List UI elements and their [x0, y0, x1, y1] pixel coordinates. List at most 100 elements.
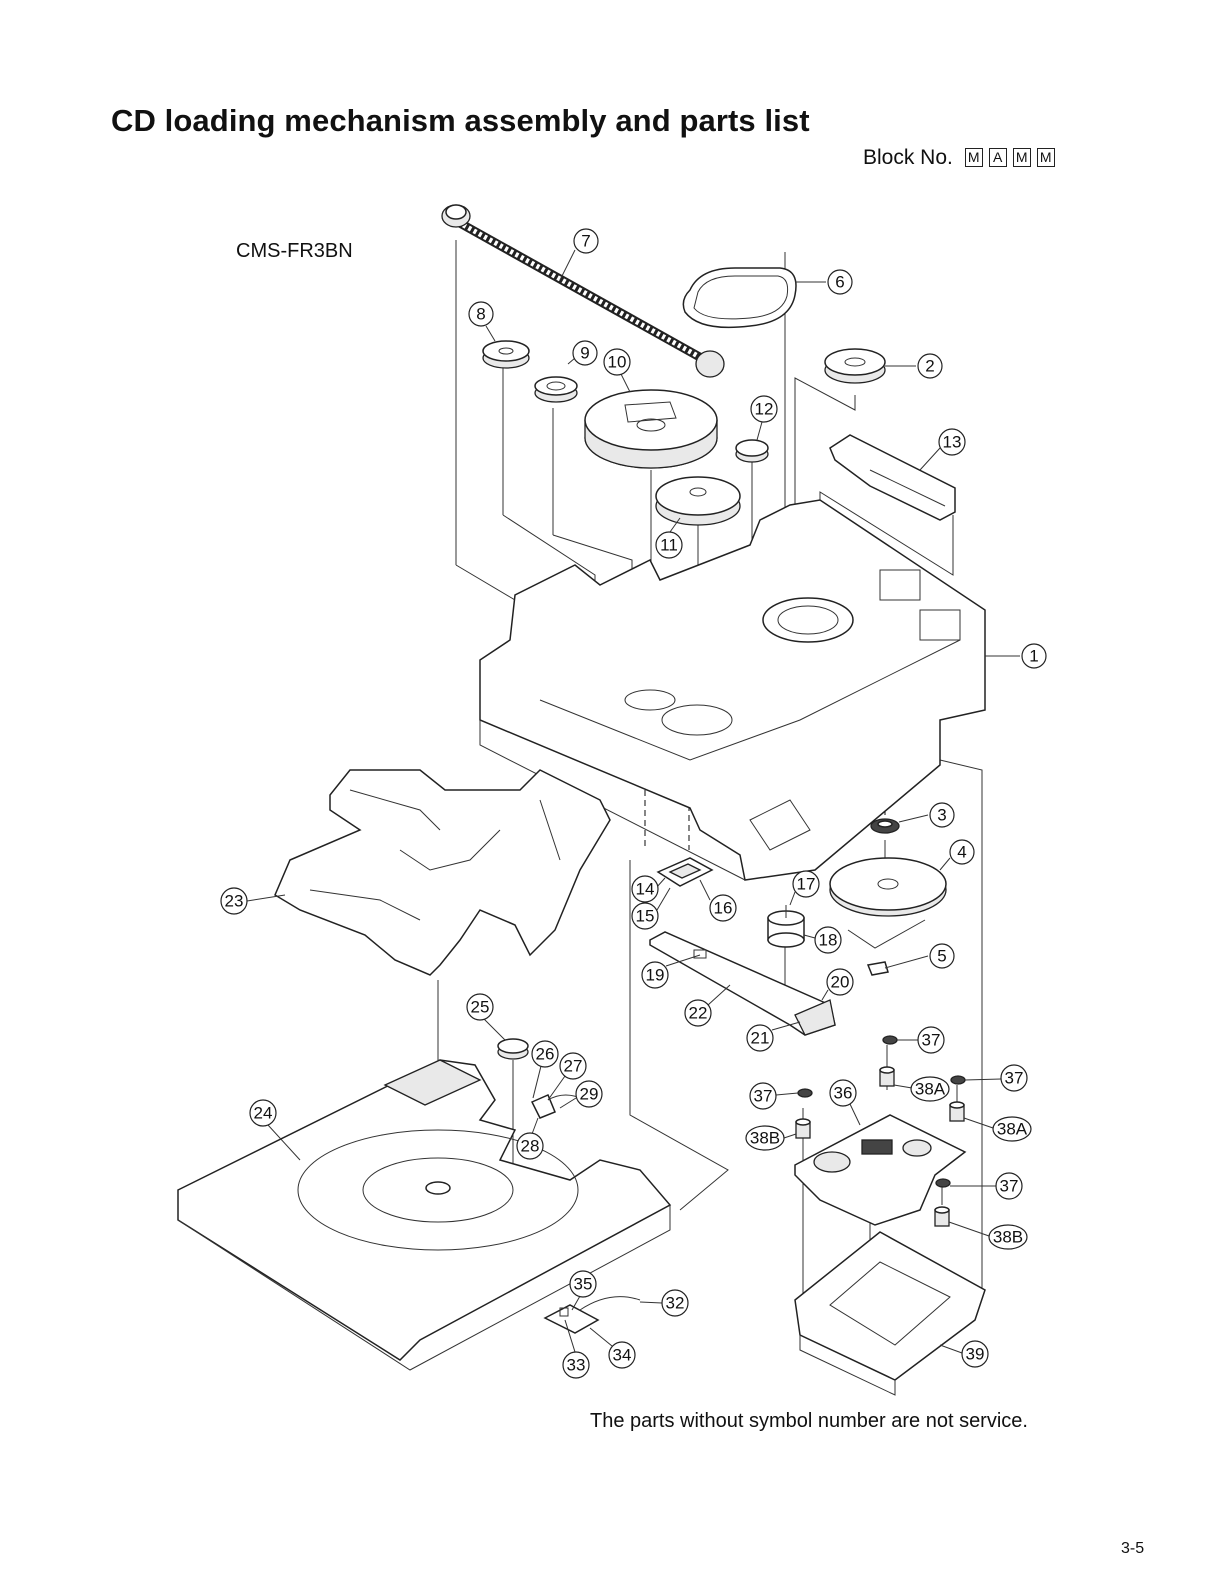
callout-12: 12	[751, 396, 777, 440]
callout-20: 20	[822, 969, 853, 1000]
svg-text:38B: 38B	[750, 1129, 780, 1148]
callout-7: 7	[560, 229, 598, 280]
callout-36: 36	[830, 1080, 860, 1125]
callout-13: 13	[920, 429, 965, 470]
callout-9: 9	[568, 341, 597, 365]
part-5-plate	[868, 962, 888, 975]
svg-text:37: 37	[1005, 1069, 1024, 1088]
callout-3: 3	[899, 803, 954, 827]
callout-37c: 37	[750, 1083, 798, 1109]
svg-text:23: 23	[225, 892, 244, 911]
svg-text:21: 21	[751, 1029, 770, 1048]
callout-1: 1	[985, 644, 1046, 668]
svg-text:35: 35	[574, 1275, 593, 1294]
svg-text:34: 34	[613, 1346, 632, 1365]
part-9-gear	[535, 377, 577, 402]
svg-text:26: 26	[536, 1045, 555, 1064]
svg-text:33: 33	[567, 1356, 586, 1375]
part-13-lever	[830, 435, 955, 520]
svg-text:7: 7	[581, 232, 590, 251]
callout-37d: 37	[950, 1173, 1022, 1199]
svg-text:32: 32	[666, 1294, 685, 1313]
svg-text:17: 17	[797, 875, 816, 894]
page-number: 3-5	[1121, 1540, 1144, 1558]
callout-26: 26	[532, 1041, 558, 1098]
callout-23: 23	[221, 888, 285, 914]
callout-38a-2: 38A	[964, 1117, 1031, 1141]
part-10-large-gear	[585, 390, 717, 468]
svg-text:16: 16	[714, 899, 733, 918]
svg-text:38A: 38A	[997, 1120, 1028, 1139]
callout-32: 32	[640, 1290, 688, 1316]
svg-text:9: 9	[580, 344, 589, 363]
callout-8: 8	[469, 302, 495, 341]
callout-35: 35	[570, 1271, 596, 1310]
svg-text:29: 29	[580, 1085, 599, 1104]
callout-39: 39	[940, 1341, 988, 1367]
svg-text:3: 3	[937, 806, 946, 825]
svg-text:10: 10	[608, 353, 627, 372]
callout-38b-2: 38B	[949, 1222, 1027, 1249]
svg-text:25: 25	[471, 998, 490, 1017]
part-11-gear	[656, 477, 740, 525]
callout-37b: 37	[965, 1065, 1027, 1091]
part-2-gear	[825, 349, 885, 383]
part-12-small-gear	[736, 440, 768, 462]
svg-text:18: 18	[819, 931, 838, 950]
svg-text:38A: 38A	[915, 1080, 946, 1099]
callout-38a-1: 38A	[894, 1077, 949, 1101]
callout-37a: 37	[897, 1027, 944, 1053]
svg-text:11: 11	[660, 536, 678, 555]
callout-10: 10	[604, 349, 630, 392]
part-34-board	[545, 1297, 640, 1333]
svg-text:6: 6	[835, 273, 844, 292]
svg-text:14: 14	[636, 880, 655, 899]
svg-text:19: 19	[646, 966, 665, 985]
svg-text:38B: 38B	[993, 1228, 1023, 1247]
callout-18: 18	[804, 927, 841, 953]
svg-text:36: 36	[834, 1084, 853, 1103]
svg-text:1: 1	[1029, 647, 1038, 666]
callout-29: 29	[560, 1081, 602, 1108]
callout-11: 11	[656, 518, 682, 558]
part-16-switch	[658, 858, 712, 886]
svg-text:28: 28	[521, 1137, 540, 1156]
part-18-motor	[768, 905, 804, 947]
callout-28: 28	[517, 1118, 543, 1159]
svg-text:2: 2	[925, 357, 934, 376]
callout-38b-1: 38B	[746, 1126, 796, 1150]
svg-text:37: 37	[1000, 1177, 1019, 1196]
part-3-ring	[871, 819, 899, 833]
part-8-gear	[483, 341, 529, 368]
svg-text:8: 8	[476, 305, 485, 324]
svg-text:4: 4	[957, 843, 966, 862]
svg-text:12: 12	[755, 400, 774, 419]
svg-text:13: 13	[943, 433, 962, 452]
callout-14: 14	[632, 876, 665, 902]
callout-4: 4	[940, 840, 974, 870]
part-22-bracket	[650, 932, 835, 1035]
part-6-belt	[683, 268, 796, 327]
part-4-turntable	[830, 858, 946, 948]
part-25-gear	[498, 1039, 528, 1059]
svg-text:15: 15	[636, 907, 655, 926]
callout-6: 6	[795, 270, 852, 294]
callout-22: 22	[685, 985, 730, 1026]
svg-text:20: 20	[831, 973, 850, 992]
part-39-frame	[795, 1232, 985, 1395]
footnote: The parts without symbol number are not …	[590, 1410, 1028, 1433]
callout-2: 2	[885, 354, 942, 378]
svg-text:5: 5	[937, 947, 946, 966]
callout-34: 34	[590, 1328, 635, 1368]
callout-16: 16	[700, 880, 736, 921]
part-23-tray	[275, 770, 610, 975]
callout-25: 25	[467, 994, 505, 1040]
callout-5: 5	[885, 944, 954, 968]
svg-text:39: 39	[966, 1345, 985, 1364]
svg-text:37: 37	[922, 1031, 941, 1050]
svg-text:27: 27	[564, 1057, 583, 1076]
svg-text:37: 37	[754, 1087, 773, 1106]
callout-17: 17	[790, 871, 819, 905]
svg-text:22: 22	[689, 1004, 708, 1023]
